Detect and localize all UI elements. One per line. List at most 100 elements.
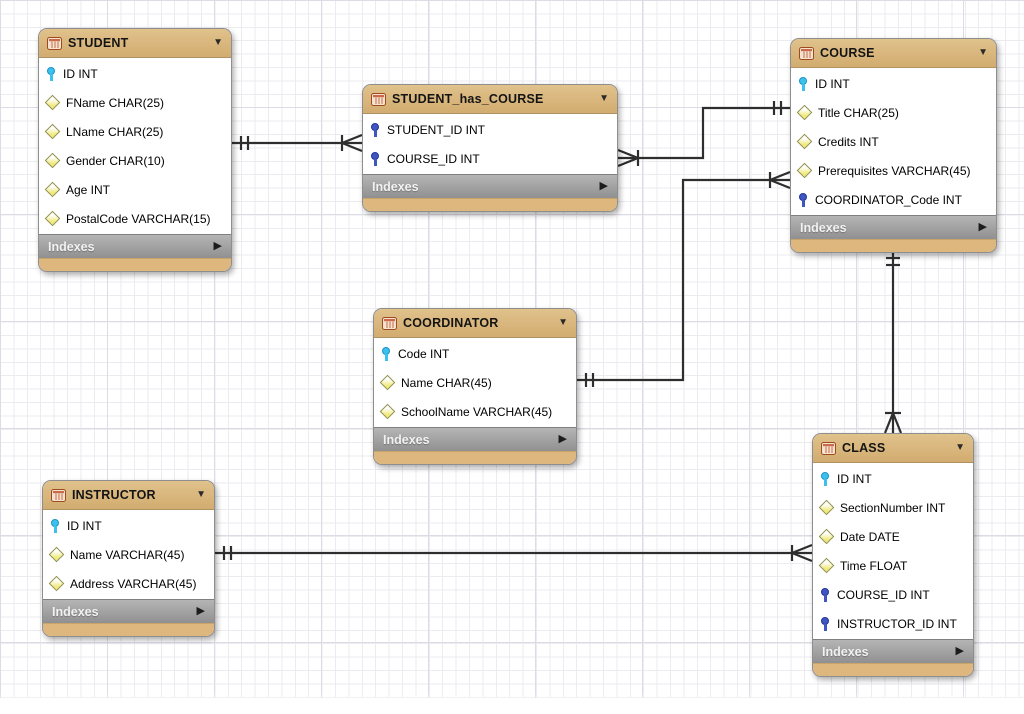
- collapse-arrow-icon[interactable]: ▼: [955, 442, 965, 453]
- table-header[interactable]: INSTRUCTOR ▼: [43, 481, 214, 510]
- column-text: Name CHAR(45): [401, 375, 492, 390]
- column-text: Age INT: [66, 182, 111, 197]
- column-row[interactable]: SectionNumber INT: [813, 493, 973, 522]
- column-text: ID INT: [63, 66, 98, 81]
- attribute-icon: [379, 374, 396, 391]
- indexes-label: Indexes: [372, 179, 419, 194]
- foreign-key-icon: [370, 122, 381, 138]
- primary-key-icon: [46, 66, 57, 82]
- attribute-icon: [44, 152, 61, 169]
- column-row[interactable]: ID INT: [43, 511, 214, 540]
- table-coordinator[interactable]: COORDINATOR ▼ Code INT Name CHAR(45) Schoo…: [373, 308, 577, 465]
- column-row[interactable]: Gender CHAR(10): [39, 146, 231, 175]
- indexes-label: Indexes: [383, 432, 430, 447]
- collapse-arrow-icon[interactable]: ▼: [599, 93, 609, 104]
- table-footer: [813, 663, 973, 676]
- collapse-arrow-icon[interactable]: ▼: [558, 317, 568, 328]
- column-row[interactable]: Code INT: [374, 339, 576, 368]
- expand-arrow-icon[interactable]: ▶: [558, 433, 567, 445]
- table-header[interactable]: COURSE ▼: [791, 39, 996, 68]
- expand-arrow-icon[interactable]: ▶: [213, 240, 222, 252]
- column-row[interactable]: PostalCode VARCHAR(15): [39, 204, 231, 233]
- table-footer: [43, 623, 214, 636]
- column-row[interactable]: Address VARCHAR(45): [43, 569, 214, 598]
- table-course[interactable]: COURSE ▼ ID INT Title CHAR(25) Credits INT…: [790, 38, 997, 253]
- column-row[interactable]: Time FLOAT: [813, 551, 973, 580]
- column-row[interactable]: COURSE_ID INT: [363, 144, 617, 173]
- expand-arrow-icon[interactable]: ▶: [196, 605, 205, 617]
- indexes-row[interactable]: Indexes ▶: [43, 599, 214, 623]
- column-row[interactable]: Title CHAR(25): [791, 98, 996, 127]
- column-row[interactable]: Date DATE: [813, 522, 973, 551]
- table-class[interactable]: CLASS ▼ ID INT SectionNumber INT Date DATE…: [812, 433, 974, 677]
- table-title: COORDINATOR: [403, 316, 499, 330]
- column-row[interactable]: Age INT: [39, 175, 231, 204]
- column-text: ID INT: [815, 76, 850, 91]
- column-row[interactable]: Name CHAR(45): [374, 368, 576, 397]
- column-row[interactable]: INSTRUCTOR_ID INT: [813, 609, 973, 638]
- expand-arrow-icon[interactable]: ▶: [955, 645, 964, 657]
- expand-arrow-icon[interactable]: ▶: [599, 180, 608, 192]
- column-text: SectionNumber INT: [840, 500, 946, 515]
- indexes-row[interactable]: Indexes ▶: [813, 639, 973, 663]
- attribute-icon: [44, 123, 61, 140]
- table-title: CLASS: [842, 441, 886, 455]
- column-text: SchoolName VARCHAR(45): [401, 404, 553, 419]
- table-footer: [791, 239, 996, 252]
- primary-key-icon: [50, 518, 61, 534]
- column-row[interactable]: LName CHAR(25): [39, 117, 231, 146]
- expand-arrow-icon[interactable]: ▶: [978, 221, 987, 233]
- column-text: ID INT: [837, 471, 872, 486]
- table-student[interactable]: STUDENT ▼ ID INT FName CHAR(25) LName CHAR…: [38, 28, 232, 272]
- column-text: COORDINATOR_Code INT: [815, 192, 962, 207]
- table-header[interactable]: STUDENT ▼: [39, 29, 231, 58]
- indexes-row[interactable]: Indexes ▶: [39, 234, 231, 258]
- column-row[interactable]: COURSE_ID INT: [813, 580, 973, 609]
- column-row[interactable]: STUDENT_ID INT: [363, 115, 617, 144]
- foreign-key-icon: [820, 616, 831, 632]
- table-icon: [799, 46, 814, 60]
- table-icon: [47, 36, 62, 50]
- column-row[interactable]: COORDINATOR_Code INT: [791, 185, 996, 214]
- foreign-key-icon: [798, 192, 809, 208]
- table-header[interactable]: CLASS ▼: [813, 434, 973, 463]
- table-title: STUDENT_has_COURSE: [392, 92, 544, 106]
- column-text: FName CHAR(25): [66, 95, 165, 110]
- relationship-INSTRUCTOR-CLASS[interactable]: [215, 543, 813, 563]
- indexes-label: Indexes: [822, 644, 869, 659]
- collapse-arrow-icon[interactable]: ▼: [196, 489, 206, 500]
- primary-key-icon: [820, 471, 831, 487]
- relationship-COURSE-STUDENT_has_COURSE[interactable]: [617, 101, 790, 168]
- column-row[interactable]: Prerequisites VARCHAR(45): [791, 156, 996, 185]
- canvas-bottom-fade: [0, 692, 1024, 714]
- column-row[interactable]: ID INT: [39, 59, 231, 88]
- attribute-icon: [44, 181, 61, 198]
- column-row[interactable]: SchoolName VARCHAR(45): [374, 397, 576, 426]
- column-row[interactable]: FName CHAR(25): [39, 88, 231, 117]
- table-header[interactable]: STUDENT_has_COURSE ▼: [363, 85, 617, 114]
- column-row[interactable]: ID INT: [791, 69, 996, 98]
- attribute-icon: [818, 499, 835, 516]
- column-text: Credits INT: [818, 134, 879, 149]
- relationship-COORDINATOR-COURSE[interactable]: [577, 170, 791, 387]
- column-text: Address VARCHAR(45): [70, 576, 197, 591]
- column-list: ID INT Title CHAR(25) Credits INT Prerequis…: [791, 68, 996, 215]
- relationship-COURSE-CLASS[interactable]: [883, 249, 903, 434]
- collapse-arrow-icon[interactable]: ▼: [213, 37, 223, 48]
- indexes-row[interactable]: Indexes ▶: [791, 215, 996, 239]
- indexes-row[interactable]: Indexes ▶: [363, 174, 617, 198]
- table-header[interactable]: COORDINATOR ▼: [374, 309, 576, 338]
- collapse-arrow-icon[interactable]: ▼: [978, 47, 988, 58]
- indexes-row[interactable]: Indexes ▶: [374, 427, 576, 451]
- column-row[interactable]: ID INT: [813, 464, 973, 493]
- column-row[interactable]: Credits INT: [791, 127, 996, 156]
- column-row[interactable]: Name VARCHAR(45): [43, 540, 214, 569]
- relationship-STUDENT-STUDENT_has_COURSE[interactable]: [232, 133, 363, 153]
- indexes-label: Indexes: [800, 220, 847, 235]
